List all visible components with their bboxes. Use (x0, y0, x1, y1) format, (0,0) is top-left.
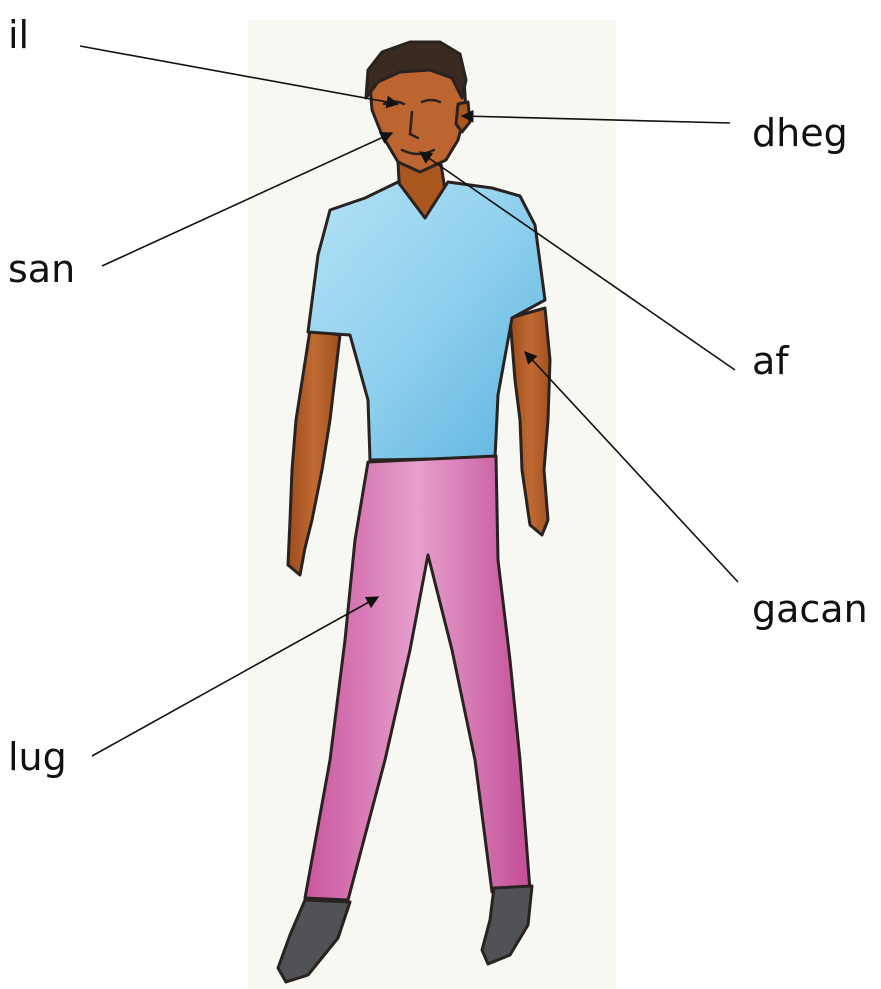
label-nose: san (8, 247, 75, 291)
label-mouth: af (752, 339, 790, 383)
label-ear: dheg (752, 111, 848, 155)
label-hand: gacan (752, 587, 868, 631)
label-eye: il (8, 13, 29, 57)
label-leg: lug (8, 735, 67, 779)
